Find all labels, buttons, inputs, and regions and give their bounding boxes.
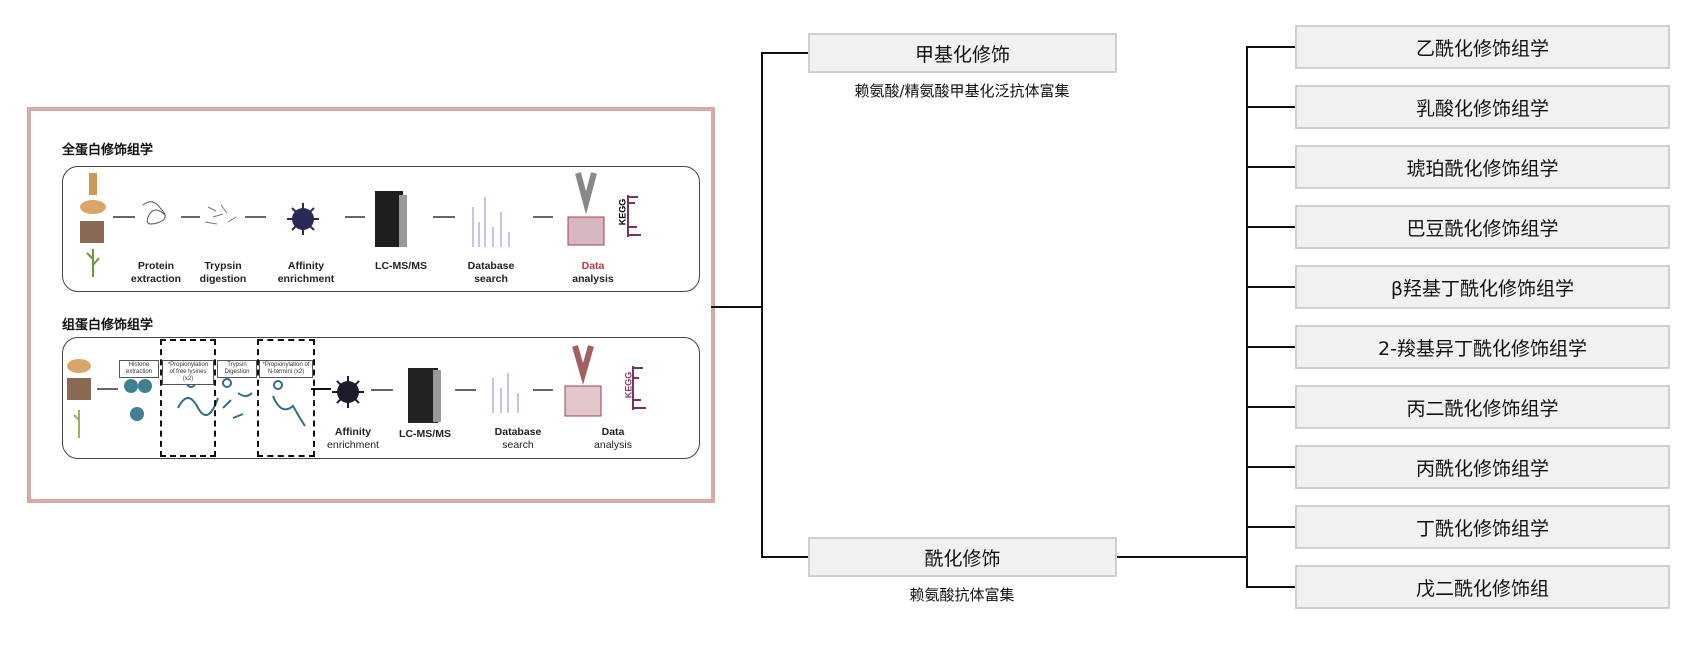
connector [1246, 226, 1295, 228]
connector [1246, 406, 1295, 408]
node-acyl-type: 乳酸化修饰组学 [1295, 85, 1670, 129]
node-acyl-type: 琥珀酰化修饰组学 [1295, 145, 1670, 189]
connector [1246, 466, 1295, 468]
node-acylation: 酰化修饰 [808, 537, 1117, 577]
connector [711, 306, 762, 308]
node-acyl-type: 乙酰化修饰组学 [1295, 25, 1670, 69]
cells-icon [67, 378, 91, 400]
workflow-2-graphics [67, 345, 646, 438]
dish-icon [80, 200, 106, 214]
dashed-step-box [257, 339, 315, 457]
connector [1246, 526, 1295, 528]
methylation-subtitle: 赖氨酸/精氨酸甲基化泛抗体富集 [854, 82, 1070, 100]
volcano-plot-icon [575, 172, 597, 215]
node-methylation: 甲基化修饰 [808, 33, 1117, 73]
kegg-label: KEGG [623, 371, 634, 399]
dashed-step-box [160, 339, 216, 457]
step-label: LC-MS/MS [375, 260, 427, 272]
kegg-bar-icon [627, 195, 641, 237]
mass-spectrometer-icon [375, 191, 403, 247]
node-acyl-type: 巴豆酰化修饰组学 [1295, 205, 1670, 249]
connector [1246, 286, 1295, 288]
workflow-1-graphics [80, 172, 641, 277]
n-termini-icon [272, 380, 306, 427]
acylation-subtitle: 赖氨酸抗体富集 [909, 586, 1015, 604]
connector [1246, 46, 1248, 587]
connector [1117, 556, 1248, 558]
spectrum-icon [472, 197, 510, 247]
workflow-panel-2: Histone extraction *Propionylation of fr… [62, 337, 700, 459]
connector [1246, 346, 1295, 348]
connector [1246, 106, 1295, 108]
node-acyl-type: 丙酰化修饰组学 [1295, 445, 1670, 489]
node-acyl-type: β羟基丁酰化修饰组学 [1295, 265, 1670, 309]
histone-icon [124, 379, 152, 421]
connector [1246, 166, 1295, 168]
node-acyl-type: 戊二酰化修饰组 [1295, 565, 1670, 609]
peptides-icon [204, 204, 237, 225]
connector [761, 52, 808, 54]
connector [1246, 46, 1295, 48]
tag-propionylation-n-termini: *Propionylation of N-termini (x2) [259, 360, 313, 378]
cells-icon [80, 221, 104, 243]
connector [761, 52, 763, 558]
connector [1246, 586, 1295, 588]
volcano-plot-icon [572, 345, 594, 385]
tag-histone-extraction: Histone extraction [119, 360, 159, 378]
tag-trypsin-digestion: Trypsin Digestion [217, 360, 257, 378]
plant-icon [73, 410, 80, 438]
node-acyl-type: 丙二酰化修饰组学 [1295, 385, 1670, 429]
connector [761, 556, 808, 558]
dish-icon [67, 359, 91, 373]
kegg-label: KEGG [617, 198, 628, 226]
kegg-bar-icon [632, 366, 646, 410]
protein-icon [142, 201, 166, 225]
node-acyl-type: 丁酰化修饰组学 [1295, 505, 1670, 549]
tube-icon [89, 173, 97, 195]
heatmap-icon [567, 216, 605, 246]
step-label: LC-MS/MS [399, 428, 451, 440]
node-acyl-type: 2-羧基异丁酰化修饰组学 [1295, 325, 1670, 369]
heatmap-icon [564, 385, 602, 417]
plant-icon [86, 249, 100, 277]
digested-peptides-icon [222, 378, 253, 419]
spectrum-icon [492, 373, 519, 413]
tag-propionylation-lysines: *Propionylation of free lysines (x2) [162, 360, 214, 385]
section-title-histone: 组蛋白修饰组学 [62, 318, 154, 333]
section-title-whole-proteome: 全蛋白修饰组学 [62, 143, 154, 158]
